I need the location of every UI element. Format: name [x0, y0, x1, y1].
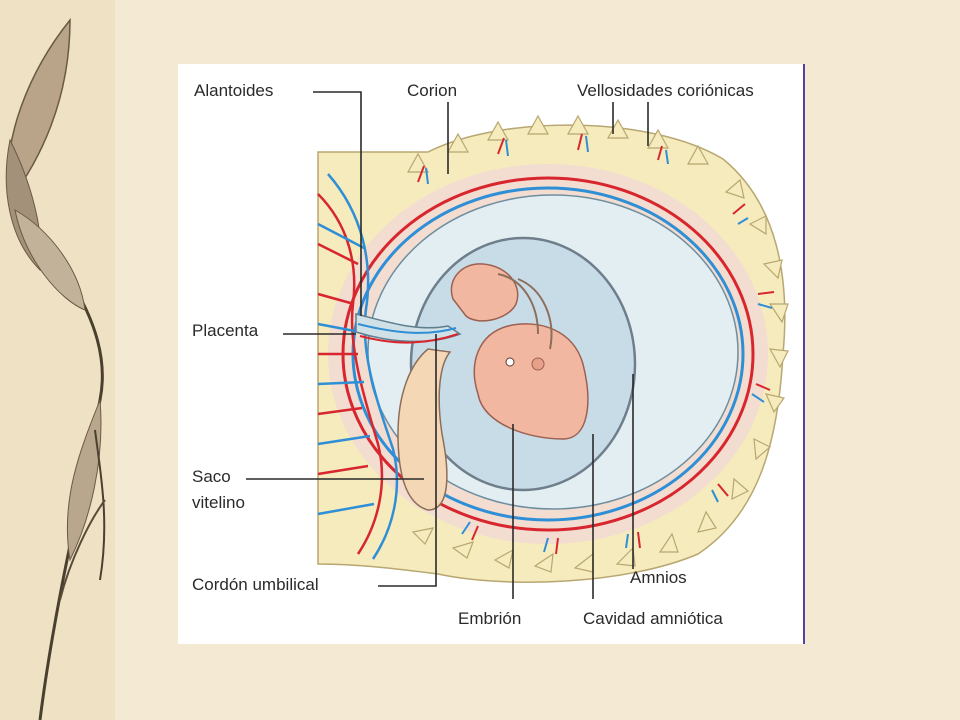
label-chorion: Corion [407, 81, 458, 100]
label-yolk-sac-line1: Saco [192, 467, 231, 486]
umbilical-leader [378, 334, 437, 587]
label-allantois: Alantoides [194, 81, 274, 100]
embryo-body [450, 263, 589, 440]
villus-vessels [417, 133, 775, 555]
embryo-diagram-panel: Alantoides Corion Vellosidades coriónica… [178, 64, 805, 644]
label-embryo: Embrión [458, 609, 522, 628]
label-placenta: Placenta [192, 321, 259, 340]
dried-leaf-icon [5, 17, 106, 720]
label-chorionic-villi: Vellosidades coriónicas [577, 81, 754, 100]
yolk-sac [397, 348, 452, 511]
embryo-illustration [246, 91, 789, 599]
allantois-leader [313, 91, 362, 316]
leader-lines [246, 91, 649, 599]
label-amniotic-cavity: Cavidad amniótica [583, 609, 723, 628]
chorionic-villi [406, 114, 789, 573]
label-umbilical-cord: Cordón umbilical [192, 575, 319, 594]
label-yolk-sac-line2: vitelino [192, 493, 245, 512]
label-amnion: Amnios [630, 568, 687, 587]
umbilical-cord [355, 313, 462, 343]
